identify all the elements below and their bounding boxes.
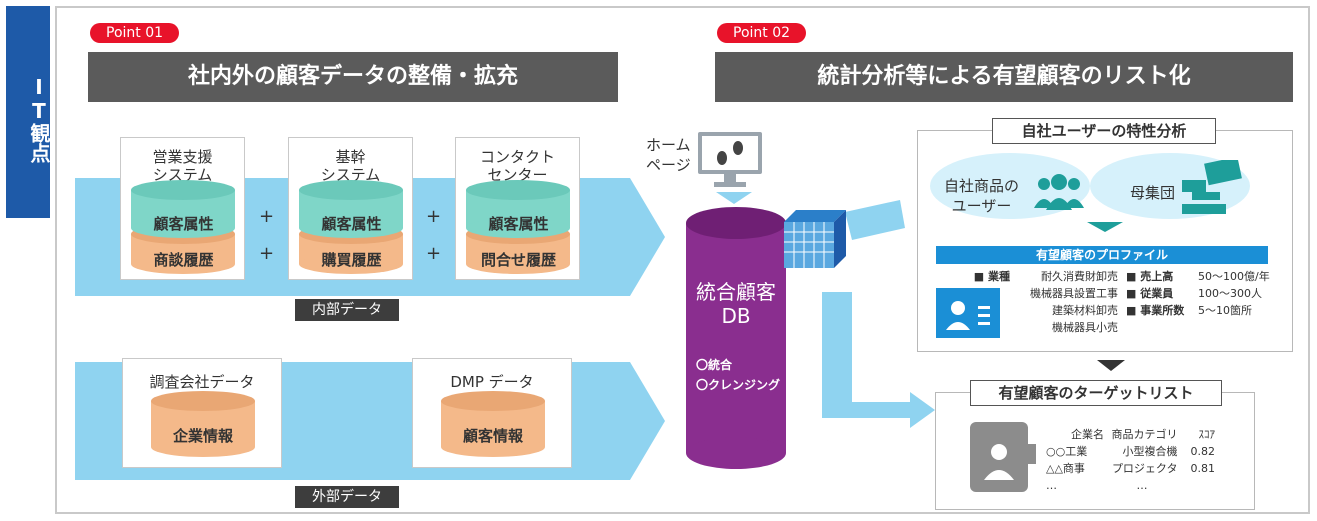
own-product-users-label: 自社商品の ユーザー: [944, 176, 1019, 216]
table-cell: ○○工業: [1046, 445, 1088, 458]
dmp-data-card: DMP データ 顧客情報: [412, 358, 572, 468]
profile-industry-header: ■ 業種: [973, 270, 1010, 283]
database-icon: [151, 391, 255, 457]
card-title-line1: 営業支援: [152, 148, 213, 166]
point-01-badge: Point 01: [90, 23, 180, 43]
table-row: … …: [1046, 477, 1215, 494]
db-label: 企業情報: [172, 427, 233, 445]
down-chevron: [716, 192, 752, 204]
prospect-profile-title: 有望顧客のプロファイル: [936, 246, 1268, 264]
table-cell: 0.82: [1190, 445, 1216, 458]
card-title: DMP データ: [450, 373, 534, 391]
point-01-title: 社内外の顧客データの整備・拡充: [88, 52, 618, 102]
table-header: 商品カテゴリ: [1111, 428, 1178, 441]
card-title: 調査会社データ: [149, 373, 255, 391]
db-title-line1: 統合顧客: [696, 280, 776, 304]
plus-sign: +: [426, 206, 442, 227]
plus-sign: +: [259, 243, 275, 264]
internal-data-label: 内部データ: [295, 299, 399, 321]
core-system-card: 基幹 システム 顧客属性 購買履歴: [288, 137, 413, 280]
table-header: ｽｺｱ: [1198, 428, 1216, 441]
database-icon: [441, 391, 545, 457]
homepage-label: ホーム ページ: [646, 135, 691, 175]
table-cell: プロジェクタ: [1111, 462, 1178, 475]
database-stack-icon: [299, 180, 403, 274]
profile-col-values: 50〜100億/年 100〜300人 5〜10箇所: [1198, 268, 1270, 319]
external-data-label: 外部データ: [295, 486, 399, 508]
integrated-db-title: 統合顧客 DB: [686, 280, 786, 328]
integrated-db-cylinder: [686, 207, 786, 469]
analysis-title: 自社ユーザーの特性分析: [992, 118, 1216, 144]
profile-metric-label: ■ 売上高: [1126, 270, 1174, 283]
card-title-line2: センター: [487, 166, 548, 184]
target-list-table: 企業名 商品カテゴリ ｽｺｱ ○○工業 小型複合機 0.82 △△商事 プロジェ…: [1046, 426, 1215, 494]
table-cell: …: [1136, 479, 1148, 492]
target-list-title: 有望顧客のターゲットリスト: [970, 380, 1222, 406]
db-bottom-label: 問合せ履歴: [480, 251, 556, 269]
down-chevron-teal: [1087, 222, 1123, 232]
point-02-badge: Point 02: [717, 23, 807, 43]
profile-col-metrics: ■ 売上高 ■ 従業員 ■ 事業所数: [1126, 268, 1184, 319]
db-bottom-label: 商談履歴: [153, 251, 214, 269]
down-arrow: [1097, 360, 1125, 371]
database-stack-icon: [131, 180, 235, 274]
users-label-line1: 自社商品の: [944, 177, 1020, 195]
content-frame: [55, 6, 1310, 514]
card-title-line1: コンタクト: [479, 148, 555, 166]
profile-col-industry: ■ 業種: [958, 268, 1010, 285]
table-header: 企業名: [1071, 428, 1104, 441]
table-header-row: 企業名 商品カテゴリ ｽｺｱ: [1046, 426, 1215, 443]
table-cell: 小型複合機: [1122, 445, 1178, 458]
table-cell: 0.81: [1190, 462, 1216, 475]
research-company-card: 調査会社データ 企業情報: [122, 358, 282, 468]
sales-support-system-card: 営業支援 システム 顧客属性 商談履歴: [120, 137, 245, 280]
profile-metric-label: ■ 事業所数: [1126, 304, 1185, 317]
db-features: 〇統合 〇クレンジング: [696, 355, 780, 395]
plus-sign: +: [426, 243, 442, 264]
db-label: 顧客情報: [462, 427, 523, 445]
users-group-icon: [1034, 174, 1084, 210]
profile-metric-value: 50〜100億/年: [1198, 270, 1270, 283]
homepage-label-line2: ページ: [646, 156, 691, 174]
db-bottom-label: 購買履歴: [321, 251, 382, 269]
card-title-line1: 基幹: [335, 148, 366, 166]
contact-center-card: コンタクト センター 顧客属性 問合せ履歴: [455, 137, 580, 280]
monitor-footprints-icon: [698, 132, 762, 187]
db-top-label: 顧客属性: [321, 215, 382, 233]
table-cell: …: [1046, 479, 1057, 492]
population-icon: [1182, 160, 1242, 214]
db-to-target-connector: [822, 292, 935, 428]
users-label-line2: ユーザー: [951, 197, 1012, 215]
db-title-line2: DB: [721, 304, 751, 328]
target-person-card-icon: [970, 422, 1036, 492]
profile-industry-value: 機械器具小売: [1052, 321, 1118, 334]
db-top-label: 顧客属性: [488, 215, 549, 233]
plus-sign: +: [259, 206, 275, 227]
database-stack-icon: [466, 180, 570, 274]
profile-industry-value: 建築材料卸売: [1052, 304, 1118, 317]
profile-industry-value: 機械器具設置工事: [1030, 287, 1118, 300]
population-label: 母集団: [1130, 184, 1176, 202]
db-feature-integration: 〇統合: [696, 358, 733, 372]
profile-metric-label: ■ 従業員: [1126, 287, 1174, 300]
table-cell: △△商事: [1046, 462, 1085, 475]
db-top-label: 顧客属性: [153, 215, 214, 233]
profile-card-icon: [936, 288, 1000, 338]
point-02-title: 統計分析等による有望顧客のリスト化: [715, 52, 1293, 102]
profile-metric-value: 5〜10箇所: [1198, 304, 1252, 317]
profile-industry-value: 耐久消費財卸売: [1041, 270, 1118, 283]
it-perspective-tab: IT観点: [6, 6, 51, 218]
table-row: ○○工業 小型複合機 0.82: [1046, 443, 1215, 460]
table-row: △△商事 プロジェクタ 0.81: [1046, 460, 1215, 477]
homepage-label-line1: ホーム: [646, 136, 691, 154]
card-title-line2: システム: [152, 166, 213, 184]
db-feature-cleansing: 〇クレンジング: [696, 378, 781, 392]
data-cube-icon: [784, 210, 846, 268]
profile-person-icon: [946, 301, 990, 330]
profile-col-industries: 耐久消費財卸売 機械器具設置工事 建築材料卸売 機械器具小売: [1010, 268, 1118, 336]
profile-metric-value: 100〜300人: [1198, 287, 1262, 300]
card-title-line2: システム: [320, 166, 381, 184]
db-to-analysis-connector: [845, 200, 905, 240]
